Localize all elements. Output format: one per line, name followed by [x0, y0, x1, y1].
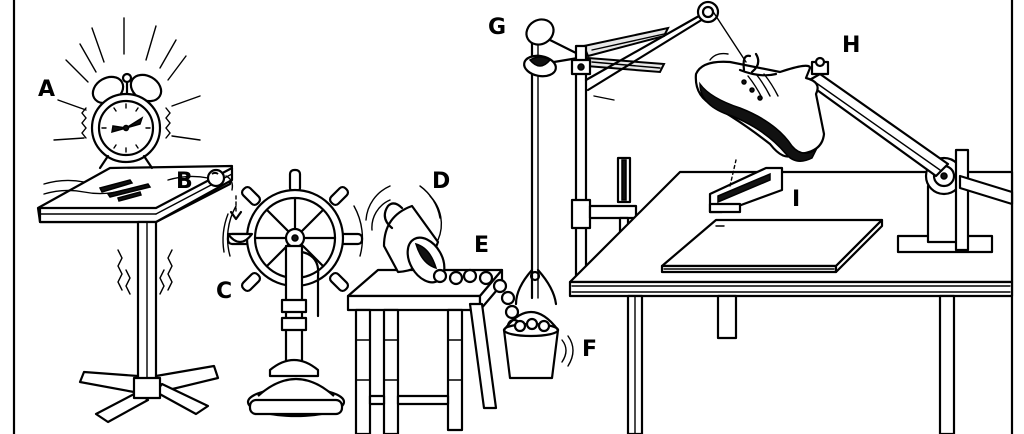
label-e: E — [474, 233, 489, 258]
ship-wheel-icon — [222, 168, 364, 306]
pivot-stand — [896, 148, 1014, 254]
scissors-g-icon — [523, 18, 670, 78]
label-a: A — [38, 77, 55, 102]
alarm-clock-icon — [53, 17, 201, 170]
label-g: G — [488, 15, 506, 40]
marbles-e — [432, 268, 522, 334]
rope-pulley — [514, 28, 558, 306]
wheel-stand — [246, 244, 346, 418]
lever-arm — [804, 72, 950, 178]
stapler-icon — [708, 159, 784, 214]
ball-b — [206, 168, 234, 191]
label-d: D — [432, 169, 450, 194]
label-c: C — [216, 279, 232, 304]
label-h: H — [842, 33, 860, 58]
drop-arrow-b — [229, 195, 243, 221]
diagram-labels: A B C D E F G H I — [38, 15, 860, 362]
stool — [346, 268, 504, 434]
boot-h-icon — [694, 9, 830, 162]
label-b: B — [176, 169, 193, 194]
wheel-cup — [226, 232, 254, 244]
cup-d-icon — [365, 185, 446, 284]
bucket-f-icon — [502, 311, 574, 380]
paper-stack-i — [660, 218, 884, 274]
label-f: F — [582, 337, 597, 362]
side-table — [36, 164, 234, 424]
label-i: I — [792, 187, 800, 212]
